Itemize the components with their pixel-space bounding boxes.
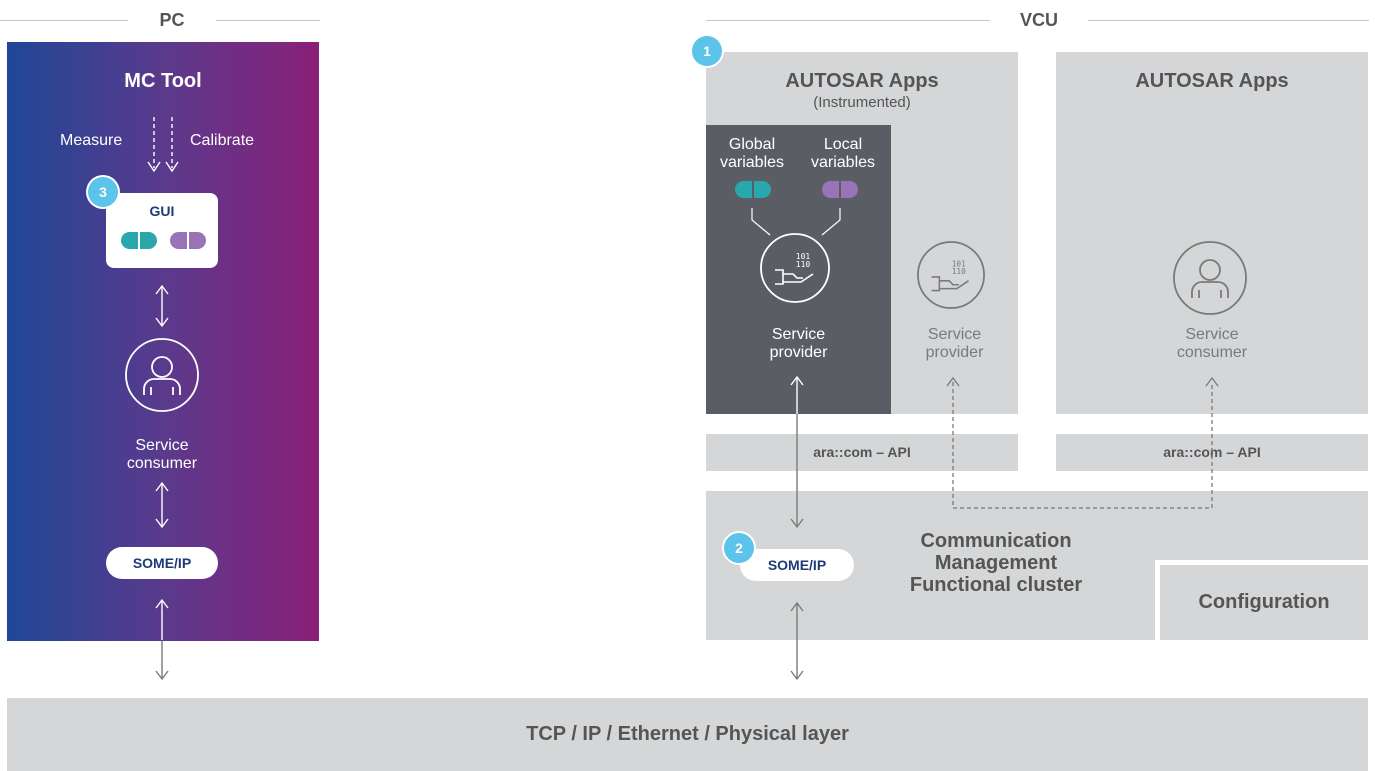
- mc-tool-title: MC Tool: [124, 70, 202, 92]
- configuration-box: Configuration: [1160, 565, 1368, 640]
- instrumented-provider-box: [706, 125, 891, 414]
- app1-subtitle: (Instrumented): [813, 94, 911, 111]
- service-provider-icon: 101 110: [916, 240, 986, 310]
- app1-title: AUTOSAR Apps: [785, 70, 939, 92]
- local-var-pill: [822, 181, 858, 198]
- provider2-label: Service provider: [925, 326, 984, 361]
- pc-someip-pill: SOME/IP: [106, 547, 218, 579]
- gui-purple-pill: [170, 232, 206, 249]
- gui-label: GUI: [149, 203, 175, 219]
- badge-1: 1: [692, 36, 722, 66]
- measure-label: Measure: [60, 132, 123, 149]
- service-consumer-icon: [1172, 240, 1248, 316]
- app1-api-bar: ara::com – API: [706, 434, 1018, 471]
- calibrate-label: Calibrate: [190, 132, 255, 149]
- badge-2: 2: [724, 533, 754, 563]
- service-provider-icon: 101 110: [759, 232, 831, 304]
- svg-text:110: 110: [796, 260, 811, 269]
- vcu-header: VCU: [990, 10, 1088, 31]
- global-variables-label: Global variables: [719, 136, 785, 171]
- pc-service-consumer-label: Service consumer: [126, 437, 198, 472]
- global-var-pill: [735, 181, 771, 198]
- pc-header: PC: [128, 10, 216, 31]
- provider1-label: Service provider: [769, 326, 828, 361]
- svg-text:110: 110: [952, 267, 966, 276]
- service-consumer-icon: [124, 337, 200, 413]
- gui-teal-pill: [121, 232, 157, 249]
- badge-3: 3: [88, 177, 118, 207]
- cm-title: Communication Management Functional clus…: [909, 530, 1083, 596]
- gui-box: [106, 193, 218, 268]
- app2-title: AUTOSAR Apps: [1135, 70, 1289, 92]
- pc-panel: [7, 42, 319, 641]
- local-variables-label: Local variables: [810, 136, 876, 171]
- svg-text:101: 101: [796, 252, 811, 261]
- autosar-app: [1056, 52, 1368, 414]
- app2-consumer-label: Service consumer: [1176, 326, 1248, 361]
- svg-text:101: 101: [952, 259, 966, 268]
- physical-layer-bar: TCP / IP / Ethernet / Physical layer: [7, 698, 1368, 771]
- vcu-someip-pill: SOME/IP: [740, 549, 854, 581]
